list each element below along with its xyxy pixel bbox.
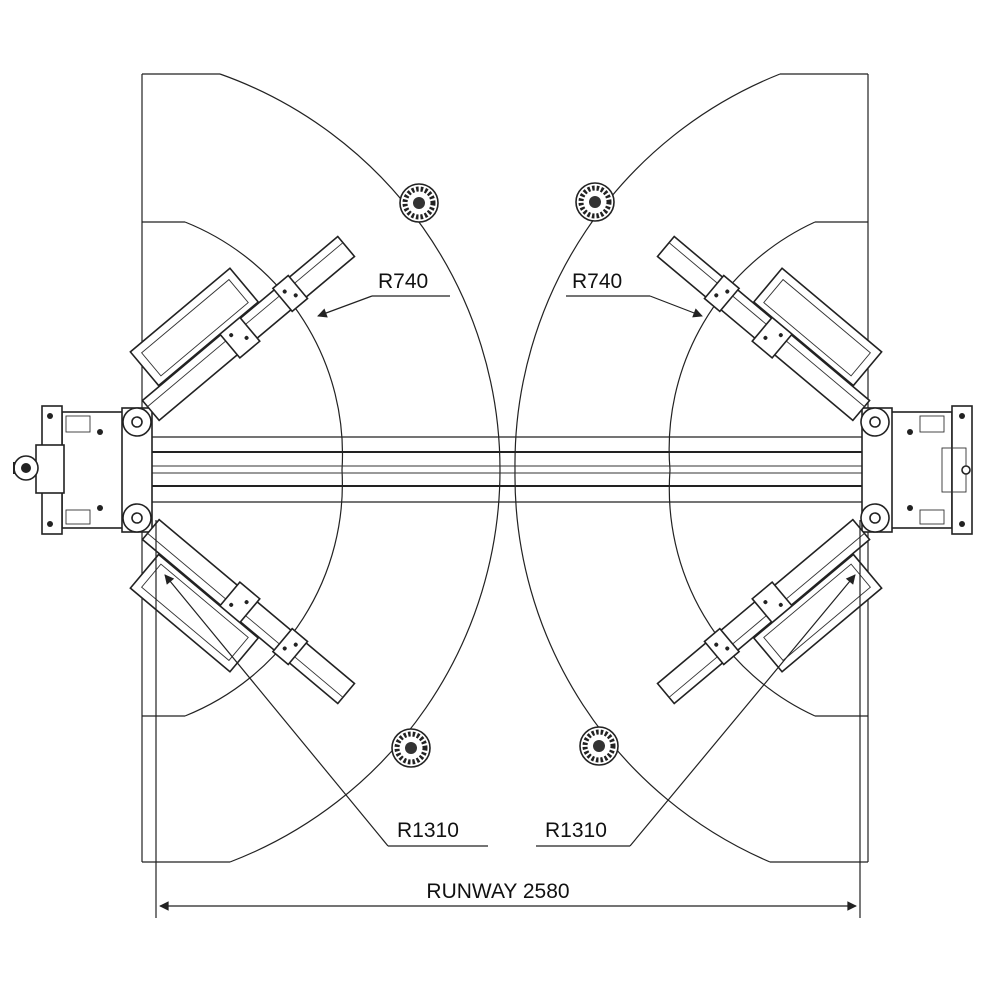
label-r740-left: R740 [378,270,428,293]
sweep-arc-long [219,73,781,863]
runway-beam [150,436,862,503]
label-r740-right: R740 [572,270,622,293]
label-r1310-left: R1310 [397,819,459,842]
sweep-arc-short [184,221,816,717]
leader-r740-left [317,295,450,318]
label-r1310-right: R1310 [545,819,607,842]
lift-pad-top-right-icon [576,183,614,221]
lift-pad-bottom-right-icon [580,727,618,765]
leader-r1310-right [536,574,856,847]
lift-pad-bottom-left-icon [392,729,430,767]
leader-r740-right [566,295,703,318]
leader-r1310-left [164,574,488,847]
lift-pad-top-left-icon [400,184,438,222]
sweep-frame [141,73,869,863]
runway-label: RUNWAY 2580 [426,880,569,903]
runway-dimension-line [155,520,861,918]
